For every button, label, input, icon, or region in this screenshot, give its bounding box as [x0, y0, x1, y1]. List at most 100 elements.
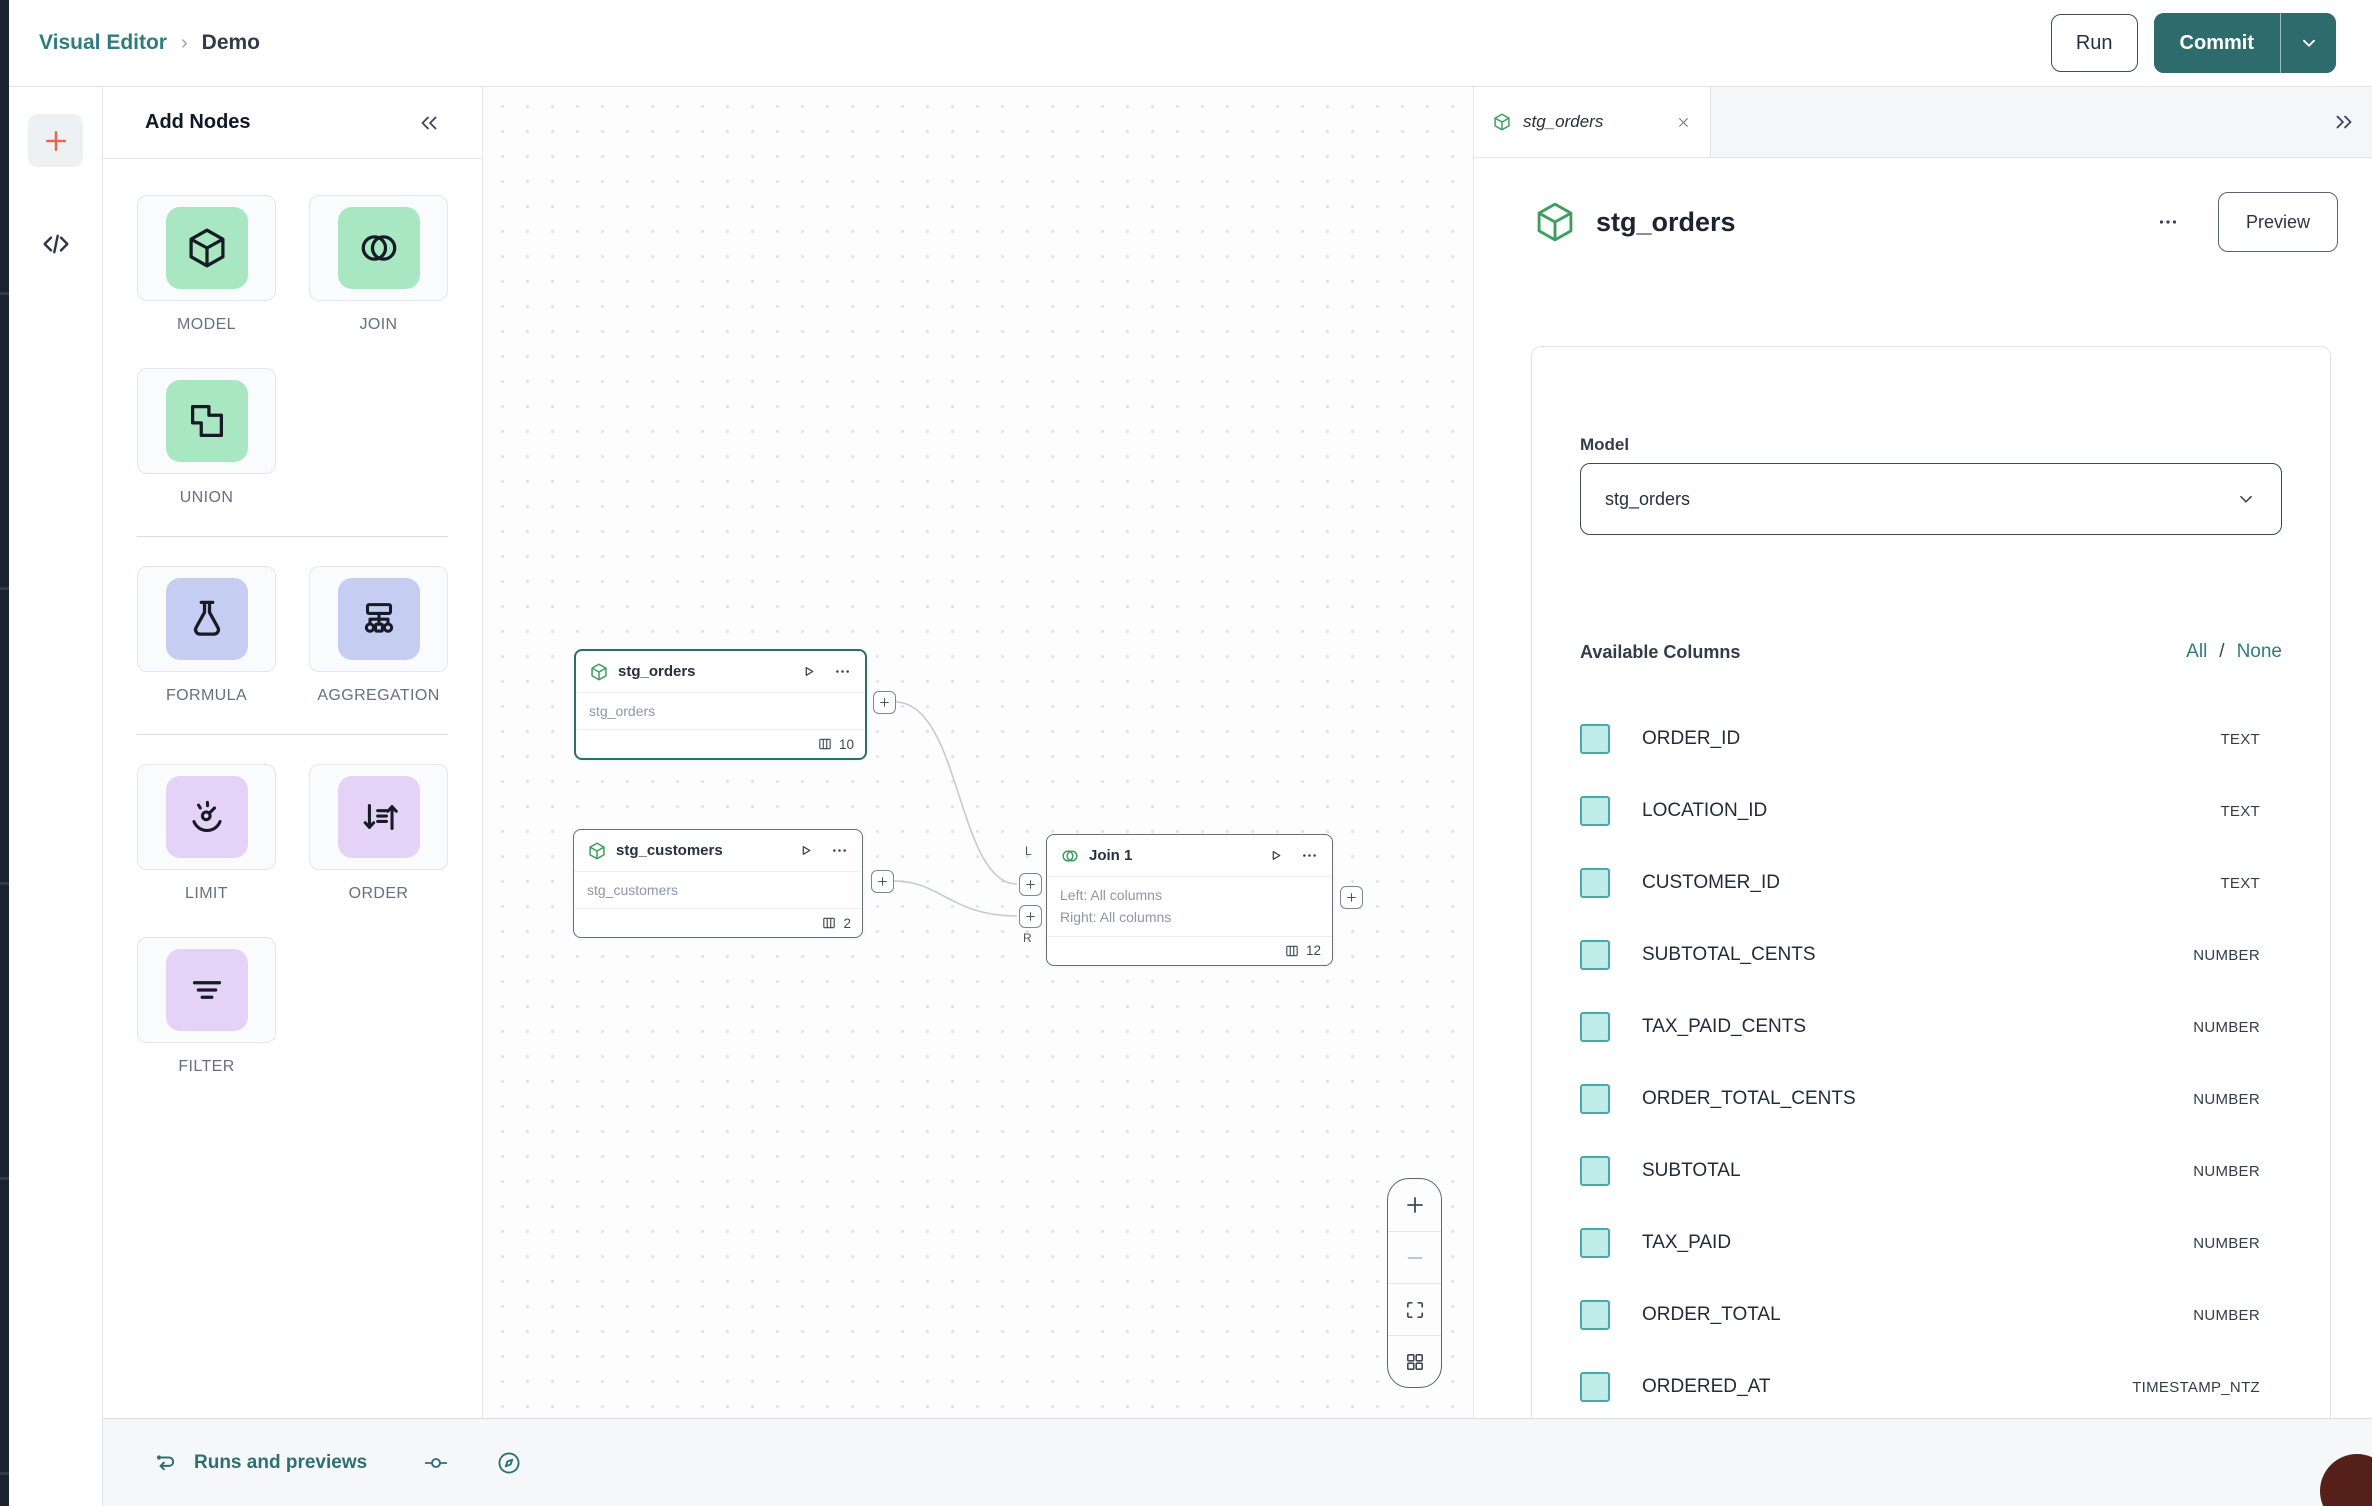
palette-item-label: MODEL — [177, 316, 236, 333]
add-nodes-body: MODEL JOIN UNION FORMULA — [103, 159, 482, 1076]
close-tab-icon[interactable] — [1675, 114, 1692, 131]
column-name: CUSTOMER_ID — [1642, 872, 1780, 893]
tab-stg-orders[interactable]: stg_orders — [1474, 87, 1711, 157]
runs-and-previews-button[interactable]: Runs and previews — [152, 1449, 367, 1477]
column-checkbox[interactable] — [1580, 724, 1610, 754]
column-type: NUMBER — [2193, 1162, 2260, 1180]
node-footer: 12 — [1047, 937, 1332, 965]
chevrons-right-icon — [2336, 115, 2352, 129]
inspector-content: stg_orders Preview Model stg_orders Avai… — [1474, 158, 2372, 1418]
canvas-zoom-controls — [1387, 1178, 1442, 1388]
tab-title: stg_orders — [1523, 112, 1604, 131]
topbar: Visual Editor › Demo Run Commit — [9, 0, 2372, 87]
canvas-node-join-1[interactable]: Join 1 Left: All columns Right: All colu… — [1046, 834, 1333, 966]
add-nodes-header: Add Nodes — [103, 87, 482, 159]
node-column-count: 10 — [838, 736, 854, 752]
run-node-icon[interactable] — [1266, 846, 1285, 865]
preview-button[interactable]: Preview — [2217, 192, 2338, 252]
column-checkbox[interactable] — [1580, 868, 1610, 898]
join-output-handle[interactable] — [1340, 886, 1363, 909]
column-name: SUBTOTAL_CENTS — [1642, 944, 1816, 965]
dag-canvas[interactable]: stg_orders stg_orders 10 stg_customers s… — [483, 87, 1473, 1418]
join-right-input-handle[interactable] — [1019, 905, 1042, 928]
column-checkbox[interactable] — [1580, 1084, 1610, 1114]
palette-item-formula[interactable]: FORMULA — [137, 566, 276, 705]
customers-output-handle[interactable] — [871, 870, 894, 893]
runs-flow-icon — [155, 1453, 175, 1470]
inspector-menu-icon[interactable] — [2156, 210, 2180, 234]
run-node-icon[interactable] — [799, 662, 818, 681]
join-left-line: Left: All columns — [1060, 887, 1162, 903]
canvas-node-stg-customers[interactable]: stg_customers stg_customers 2 — [573, 829, 863, 939]
model-cube-icon — [1494, 113, 1510, 131]
plus-icon — [45, 130, 66, 151]
columns-icon — [823, 918, 836, 929]
column-checkbox[interactable] — [1580, 1300, 1610, 1330]
breadcrumb-visual-editor-link[interactable]: Visual Editor — [39, 31, 167, 54]
column-checkbox[interactable] — [1580, 1372, 1610, 1402]
column-checkbox[interactable] — [1580, 1156, 1610, 1186]
join-venn-icon — [1062, 849, 1078, 862]
palette-divider — [137, 734, 448, 735]
column-row: CUSTOMER_ID TEXT — [1580, 847, 2282, 919]
model-select[interactable]: stg_orders — [1580, 463, 2282, 535]
compass-icon[interactable] — [495, 1449, 523, 1477]
zoom-out-button[interactable] — [1388, 1231, 1441, 1283]
column-type: NUMBER — [2193, 1234, 2260, 1252]
edge-customers-to-join — [893, 880, 1018, 917]
node-menu-icon[interactable] — [833, 662, 852, 681]
palette-item-label: JOIN — [359, 316, 398, 333]
column-checkbox[interactable] — [1580, 796, 1610, 826]
commit-node-icon[interactable] — [423, 1450, 449, 1476]
canvas-node-stg-orders[interactable]: stg_orders stg_orders 10 — [574, 649, 867, 761]
node-subtitle: stg_customers — [574, 872, 862, 910]
node-menu-icon[interactable] — [830, 841, 849, 860]
column-row: ORDER_TOTAL NUMBER — [1580, 1279, 2282, 1351]
commit-dropdown-button[interactable] — [2280, 13, 2336, 73]
auto-layout-button[interactable] — [1388, 1335, 1441, 1387]
palette-item-union[interactable]: UNION — [137, 368, 276, 507]
bottom-bar: Runs and previews — [103, 1418, 2372, 1506]
palette-item-order[interactable]: ORDER — [309, 764, 448, 903]
join-left-input-handle[interactable] — [1019, 873, 1042, 896]
runs-and-previews-label: Runs and previews — [194, 1451, 368, 1473]
column-checkbox[interactable] — [1580, 1012, 1610, 1042]
expand-panel-button[interactable] — [2331, 87, 2357, 157]
palette-item-limit[interactable]: LIMIT — [137, 764, 276, 903]
run-node-icon[interactable] — [796, 841, 815, 860]
column-checkbox[interactable] — [1580, 940, 1610, 970]
column-checkbox[interactable] — [1580, 1228, 1610, 1258]
select-all-link[interactable]: All — [2186, 641, 2208, 662]
palette-item-model[interactable]: MODEL — [137, 195, 276, 334]
palette-item-join[interactable]: JOIN — [309, 195, 448, 334]
breadcrumb-separator: › — [180, 31, 188, 54]
orders-output-handle[interactable] — [873, 691, 896, 714]
palette-item-aggregation[interactable]: AGGREGATION — [309, 566, 448, 705]
join-left-handle-label: L — [1025, 844, 1032, 858]
order-icon — [337, 776, 420, 858]
column-row: SUBTOTAL_CENTS NUMBER — [1580, 919, 2282, 991]
add-node-rail-button[interactable] — [28, 114, 83, 167]
join-right-line: Right: All columns — [1060, 909, 1172, 926]
fit-view-button[interactable] — [1388, 1283, 1441, 1335]
column-type: NUMBER — [2193, 946, 2260, 964]
plus-icon — [1406, 1197, 1423, 1213]
code-icon — [42, 234, 69, 254]
commit-button[interactable]: Commit — [2153, 13, 2280, 73]
palette-item-filter[interactable]: FILTER — [137, 937, 276, 1076]
edge-orders-to-join — [894, 701, 1018, 885]
select-none-link[interactable]: None — [2236, 641, 2282, 662]
column-type: TEXT — [2220, 874, 2260, 892]
column-row: ORDER_TOTAL_CENTS NUMBER — [1580, 1063, 2282, 1135]
column-row: ORDER_ID TEXT — [1580, 703, 2282, 775]
column-row: SUBTOTAL NUMBER — [1580, 1135, 2282, 1207]
collapse-panel-button[interactable] — [416, 110, 442, 136]
node-menu-icon[interactable] — [1300, 846, 1319, 865]
code-view-rail-button[interactable] — [39, 227, 73, 261]
zoom-in-button[interactable] — [1388, 1179, 1441, 1231]
breadcrumb-current-page: Demo — [201, 31, 261, 54]
column-name: TAX_PAID_CENTS — [1642, 1016, 1807, 1037]
union-icon — [165, 380, 248, 462]
run-button[interactable]: Run — [2050, 14, 2138, 72]
column-type: NUMBER — [2193, 1090, 2260, 1108]
